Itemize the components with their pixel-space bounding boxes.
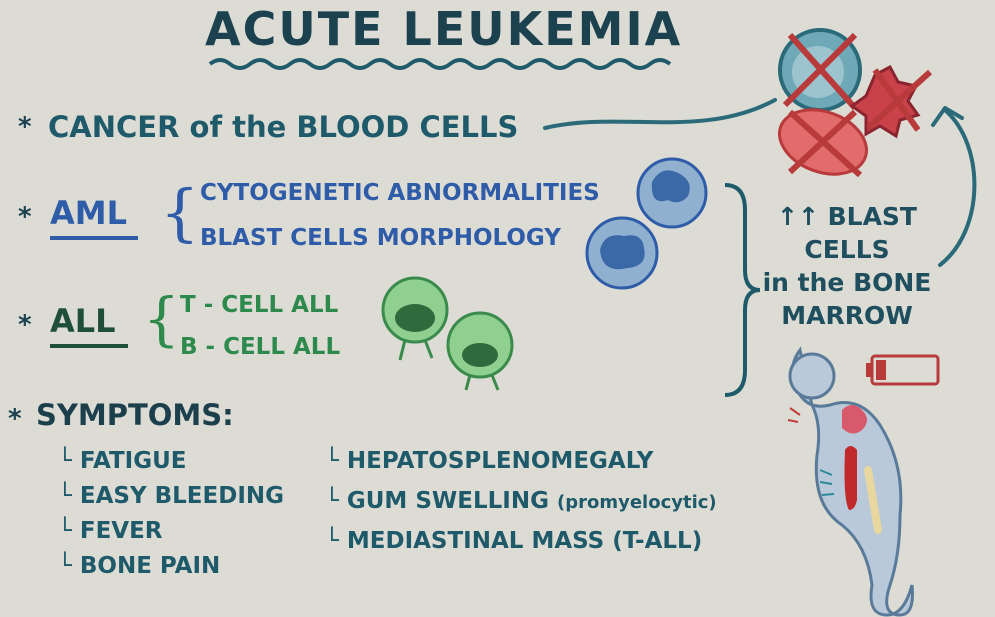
aml-item: BLAST CELLS MORPHOLOGY bbox=[200, 225, 561, 251]
lymphoblast-cell-icon bbox=[446, 311, 514, 391]
blast-line: MARROW bbox=[781, 301, 913, 330]
symptom-item: └ BONE PAIN bbox=[58, 553, 221, 579]
lymphoblast-cell-icon bbox=[381, 276, 449, 361]
blast-line: CELLS bbox=[804, 235, 890, 264]
symptom-item: └ FATIGUE bbox=[58, 448, 187, 474]
page-title: ACUTE LEUKEMIA bbox=[205, 2, 683, 56]
blast-line: ↑↑ BLAST bbox=[777, 202, 917, 231]
curved-arrow bbox=[938, 108, 977, 267]
low-battery-icon bbox=[866, 354, 940, 386]
symptom-item: └ MEDIASTINAL MASS (T-ALL) bbox=[325, 528, 703, 554]
symptom-item: └ GUM SWELLING (promyelocytic) bbox=[325, 488, 717, 514]
symptom-item: └ HEPATOSPLENOMEGALY bbox=[325, 448, 654, 474]
blast-line: in the BONE bbox=[762, 268, 932, 297]
list-hook-icon: └ bbox=[58, 553, 72, 579]
title-underline bbox=[208, 58, 672, 70]
sick-person-icon bbox=[787, 346, 914, 617]
cancer-definition: CANCER of the BLOOD CELLS bbox=[48, 110, 519, 144]
crossed-white-cell-icon bbox=[778, 28, 862, 112]
aml-label: AML bbox=[50, 194, 127, 232]
all-label: ALL bbox=[50, 302, 116, 340]
symptoms-label: SYMPTOMS: bbox=[36, 398, 234, 432]
bullet-star-icon: * bbox=[18, 310, 32, 340]
bullet-star-icon: * bbox=[8, 404, 22, 434]
list-hook-icon: └ bbox=[325, 528, 339, 554]
curved-arrow-head bbox=[931, 106, 964, 127]
list-hook-icon: └ bbox=[58, 518, 72, 544]
all-item: B - CELL ALL bbox=[180, 334, 341, 360]
aml-brace: { bbox=[160, 176, 200, 249]
all-item: T - CELL ALL bbox=[180, 292, 339, 318]
bullet-star-icon: * bbox=[18, 202, 32, 232]
all-brace: { bbox=[143, 285, 180, 353]
list-hook-icon: └ bbox=[325, 448, 339, 474]
symptom-item: └ FEVER bbox=[58, 518, 163, 544]
bullet-star-icon: * bbox=[18, 112, 32, 142]
aml-item: CYTOGENETIC ABNORMALITIES bbox=[200, 180, 600, 206]
list-hook-icon: └ bbox=[58, 483, 72, 509]
gum-note: (promyelocytic) bbox=[556, 492, 717, 513]
list-hook-icon: └ bbox=[325, 488, 339, 514]
crossed-red-cell-icon bbox=[777, 108, 869, 178]
big-brace bbox=[724, 183, 761, 397]
myeloblast-cell-icon bbox=[636, 157, 708, 229]
monoblast-cell-icon bbox=[585, 216, 659, 290]
blast-cells-text: ↑↑ BLAST CELLS in the BONE MARROW bbox=[762, 200, 932, 332]
connector-line bbox=[543, 98, 777, 130]
crossed-platelet-icon bbox=[849, 64, 933, 139]
symptom-item: └ EASY BLEEDING bbox=[58, 483, 284, 509]
list-hook-icon: └ bbox=[58, 448, 72, 474]
